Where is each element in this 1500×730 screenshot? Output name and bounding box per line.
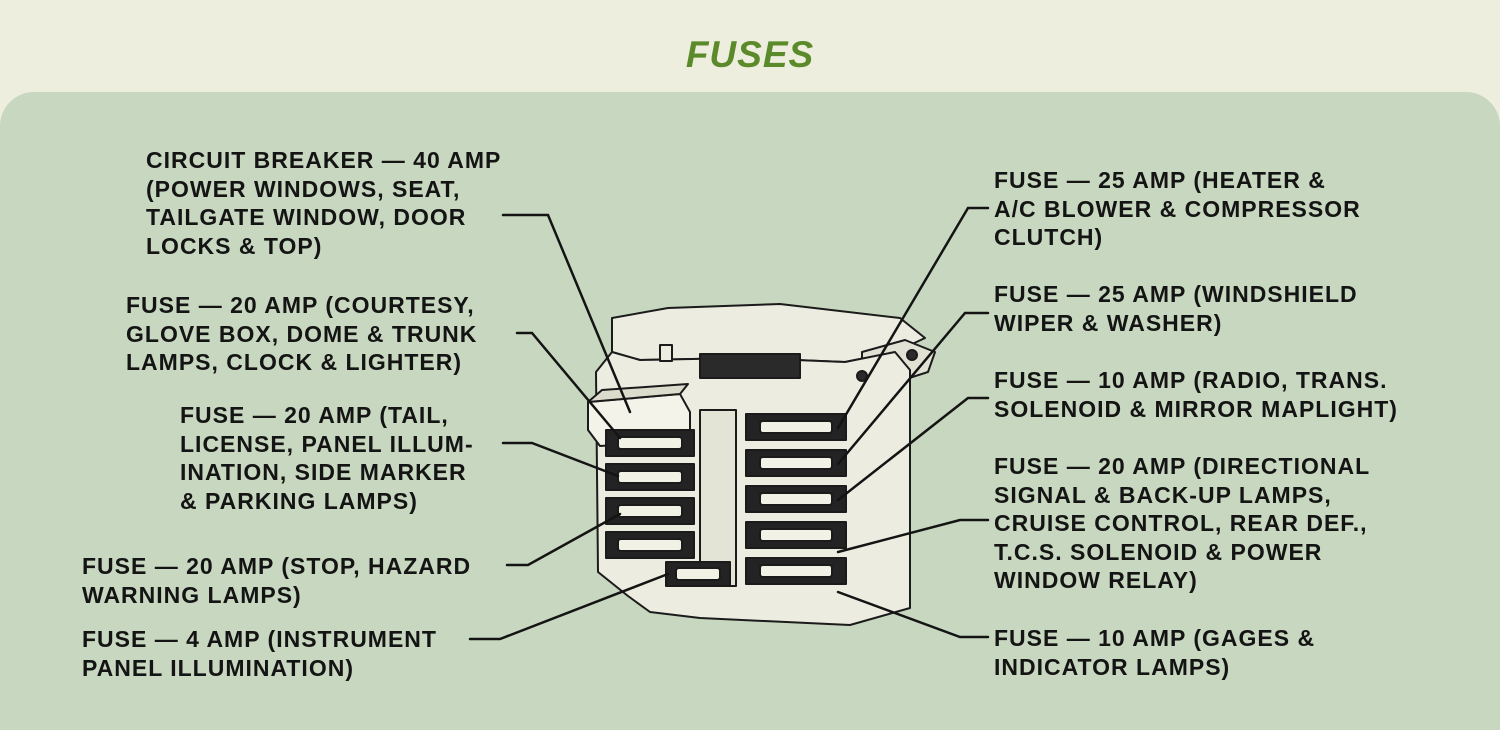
leader-line-fuse-25-windshield (836, 311, 990, 466)
callout-circuit-breaker-40: CIRCUIT BREAKER — 40 AMP (POWER WINDOWS,… (146, 146, 501, 260)
callout-fuse-25-heater: FUSE — 25 AMP (HEATER & A/C BLOWER & COM… (994, 166, 1361, 252)
leader-line-fuse-4-instrument (468, 572, 670, 641)
callout-fuse-20-tail: FUSE — 20 AMP (TAIL, LICENSE, PANEL ILLU… (180, 401, 474, 515)
callout-line: FUSE — 20 AMP (STOP, HAZARD (82, 553, 472, 579)
leader-line-fuse-25-heater (836, 206, 990, 430)
mounting-hole (856, 370, 868, 382)
callout-fuse-25-windshield: FUSE — 25 AMP (WINDSHIELD WIPER & WASHER… (994, 280, 1358, 337)
callout-line: FUSE — 20 AMP (COURTESY, (126, 292, 475, 318)
fuse-block-illustration (587, 303, 936, 626)
callout-fuse-20-directional: FUSE — 20 AMP (DIRECTIONAL SIGNAL & BACK… (994, 452, 1370, 595)
mounting-hole (906, 349, 918, 361)
callout-fuse-10-radio: FUSE — 10 AMP (RADIO, TRANS. SOLENOID & … (994, 366, 1398, 423)
callout-line: & PARKING LAMPS) (180, 487, 418, 514)
leader-line-fuse-20-directional (836, 518, 990, 554)
fuse-cartridge (617, 538, 683, 552)
callout-line: FUSE — 10 AMP (RADIO, TRANS. (994, 367, 1388, 393)
fuse-cartridge (759, 456, 833, 470)
callout-line: WINDOW RELAY) (994, 567, 1198, 593)
fuse-cartridge (675, 567, 721, 581)
fuse-block-divider (699, 409, 737, 587)
fuse-cartridge (759, 528, 833, 542)
leader-lines (468, 206, 990, 641)
fuse-cartridge (759, 420, 833, 434)
callout-line: FUSE — 20 AMP (TAIL, (180, 402, 449, 428)
callout-fuse-20-stop: FUSE — 20 AMP (STOP, HAZARD WARNING LAMP… (82, 552, 471, 609)
callout-line: SOLENOID & MIRROR MAPLIGHT) (994, 395, 1398, 422)
right-fuse-slots (745, 413, 847, 585)
leader-line-fuse-10-radio (836, 396, 990, 502)
callout-line: CLUTCH) (994, 224, 1104, 250)
callout-line: FUSE — 25 AMP (WINDSHIELD (994, 281, 1358, 307)
callout-fuse-20-courtesy: FUSE — 20 AMP (COURTESY, GLOVE BOX, DOME… (126, 291, 477, 377)
callout-fuse-4-instrument: FUSE — 4 AMP (INSTRUMENT PANEL ILLUMINAT… (82, 625, 437, 682)
fuse-block-window (699, 353, 801, 379)
callout-line: TAILGATE WINDOW, DOOR (146, 204, 467, 230)
callout-line: CRUISE CONTROL, REAR DEF., (994, 510, 1368, 536)
leader-line-fuse-20-courtesy (515, 331, 622, 440)
left-fuse-slots (605, 429, 731, 587)
callout-line: LAMPS, CLOCK & LIGHTER) (126, 349, 463, 375)
callout-line: T.C.S. SOLENOID & POWER (994, 538, 1323, 565)
callout-fuse-10-gages: FUSE — 10 AMP (GAGES & INDICATOR LAMPS) (994, 624, 1315, 681)
callout-line: FUSE — 25 AMP (HEATER & (994, 167, 1326, 193)
callout-line: PANEL ILLUMINATION) (82, 654, 354, 681)
leader-line-fuse-10-gages (836, 590, 990, 639)
fuse-cartridge (759, 564, 833, 578)
callout-line: WARNING LAMPS) (82, 581, 302, 608)
callout-line: LICENSE, PANEL ILLUM- (180, 430, 474, 457)
circuit-breaker-module-top (587, 383, 689, 403)
callout-line: SIGNAL & BACK-UP LAMPS, (994, 481, 1332, 508)
leader-line-fuse-20-stop (505, 512, 622, 567)
callout-line: WIPER & WASHER) (994, 309, 1223, 336)
callout-line: FUSE — 20 AMP (DIRECTIONAL (994, 453, 1371, 479)
callout-line: FUSE — 10 AMP (GAGES & (994, 625, 1316, 651)
page-title: FUSES (685, 34, 815, 75)
fuse-cartridge (759, 492, 833, 506)
callout-line: INDICATOR LAMPS) (994, 653, 1231, 680)
callout-line: CIRCUIT BREAKER — 40 AMP (146, 147, 502, 173)
callout-line: LOCKS & TOP) (146, 232, 323, 259)
leader-line-fuse-20-tail (501, 441, 620, 478)
leader-line-circuit-breaker-40 (501, 213, 632, 414)
callout-line: INATION, SIDE MARKER (180, 459, 467, 485)
callout-line: (POWER WINDOWS, SEAT, (146, 175, 461, 202)
callout-line: GLOVE BOX, DOME & TRUNK (126, 320, 478, 347)
fuse-cartridge (617, 504, 683, 518)
fuse-cartridge (617, 470, 683, 484)
fuse-block-latch (659, 344, 673, 362)
callout-line: A/C BLOWER & COMPRESSOR (994, 195, 1361, 222)
callout-line: FUSE — 4 AMP (INSTRUMENT (82, 626, 437, 652)
fuse-cartridge (617, 436, 683, 450)
